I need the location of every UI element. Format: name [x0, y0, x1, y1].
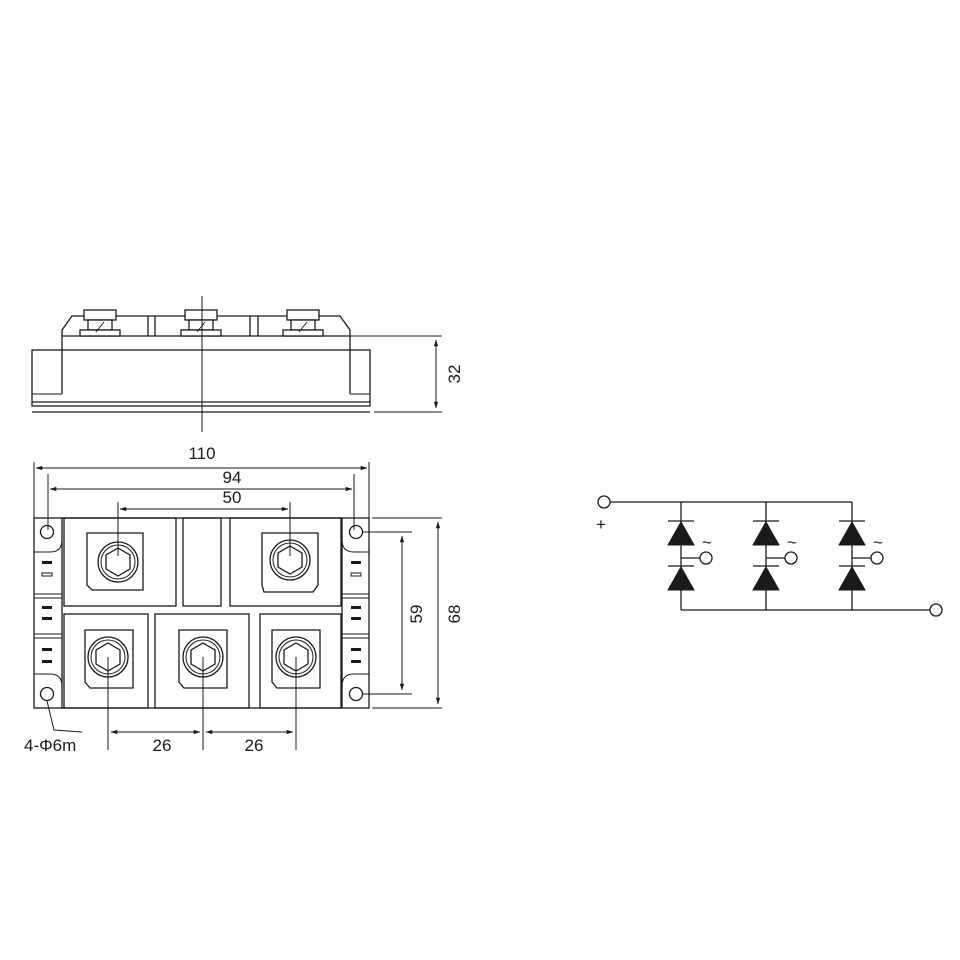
positive-label: +: [596, 515, 606, 534]
height-dim-label: 32: [445, 365, 464, 384]
mount-pitch-label: 94: [223, 468, 242, 487]
side-terminal-nut: [180, 309, 222, 337]
phase-leg: ~: [838, 502, 884, 610]
terminal-dc-plus: [86, 532, 144, 591]
ac-label: ~: [787, 533, 797, 552]
ac-label: ~: [873, 533, 883, 552]
bridge-schematic: + ~ ~: [596, 495, 943, 617]
negative-terminal: [929, 603, 943, 617]
ac-terminal: [699, 551, 713, 565]
mount-hole: [348, 686, 364, 702]
top-view: 110 94 50: [24, 444, 464, 755]
side-terminal-nut: [282, 309, 324, 337]
side-view: 32: [31, 296, 464, 432]
mount-vertical-label: 59: [407, 605, 426, 624]
phase-leg: ~: [667, 502, 713, 610]
terminal-ac-1: [84, 629, 134, 689]
terminal-dc-minus: [261, 532, 319, 593]
mount-hole: [39, 686, 55, 702]
terminal-ac-3: [271, 629, 321, 689]
mount-hole: [348, 524, 364, 540]
terminal-pitch-right-label: 26: [245, 736, 264, 755]
overall-depth-label: 68: [445, 605, 464, 624]
mount-hole: [39, 524, 55, 540]
overall-width-label: 110: [188, 444, 215, 463]
positive-terminal: [597, 495, 611, 509]
ac-terminal: [870, 551, 884, 565]
ac-label: ~: [702, 533, 712, 552]
side-terminal-nut: [79, 309, 121, 337]
phase-leg: ~: [752, 502, 798, 610]
ac-terminal: [784, 551, 798, 565]
terminal-pitch-left-label: 26: [153, 736, 172, 755]
mount-hole-callout: 4-Φ6m: [24, 736, 76, 755]
terminal-pitch-top-label: 50: [223, 488, 242, 507]
